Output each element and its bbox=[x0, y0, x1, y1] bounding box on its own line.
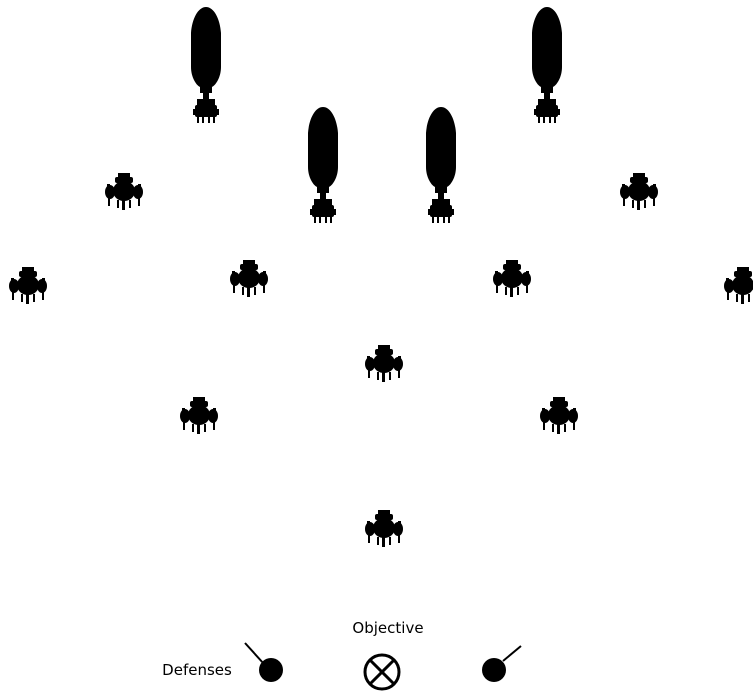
fighter-icon bbox=[365, 345, 403, 382]
fighter-icon bbox=[724, 267, 753, 304]
fighter-icon bbox=[620, 173, 658, 210]
turret-icon bbox=[482, 646, 521, 682]
fighter-icon bbox=[180, 397, 218, 434]
fighter-icon bbox=[365, 510, 403, 547]
capital-ship-icon bbox=[426, 107, 456, 223]
capital-ship-icon bbox=[191, 7, 221, 123]
capital-ship-icon bbox=[532, 7, 562, 123]
fighter-icon bbox=[540, 397, 578, 434]
objective-marker-icon bbox=[365, 655, 399, 689]
fighter-icon bbox=[493, 260, 531, 297]
fighter-icon bbox=[9, 267, 47, 304]
turret-icon bbox=[245, 643, 283, 682]
capital-ship-icon bbox=[308, 107, 338, 223]
objective-label: Objective bbox=[352, 619, 423, 637]
fighter-icon bbox=[105, 173, 143, 210]
fighter-icon bbox=[230, 260, 268, 297]
defenses-label: Defenses bbox=[162, 661, 232, 679]
